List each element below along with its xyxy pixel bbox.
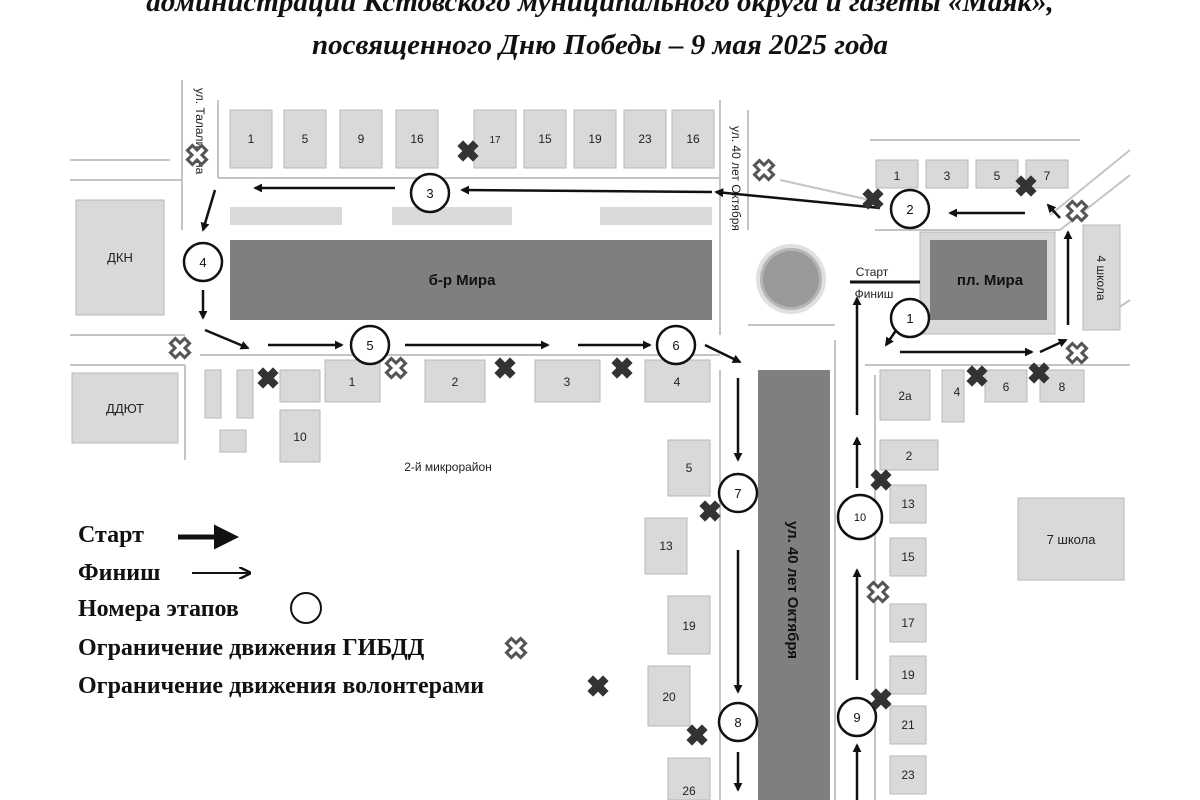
- stage-number: 4: [199, 255, 206, 270]
- stage-marker: 9: [836, 696, 878, 738]
- start-label: Старт: [856, 265, 889, 279]
- stage-marker: 3: [409, 172, 451, 214]
- house-number: 16: [686, 132, 700, 146]
- school4-label: 4 школа: [1094, 255, 1108, 300]
- house-number: 13: [901, 497, 915, 511]
- dkn-building: [75, 199, 165, 316]
- house-number: 17: [901, 616, 915, 630]
- volunteer-marker-icon: [252, 362, 284, 394]
- house-numbers: 1 5 9 16 17 15 19 23 16 1 3 5 7 1 2 3 4 …: [248, 132, 1066, 798]
- stage-number: 5: [366, 338, 373, 353]
- stage-number: 6: [672, 338, 679, 353]
- school7-building: [1017, 497, 1125, 581]
- stage-circles: 1 2 3 4 5 6 7 8 9 10: [182, 172, 931, 743]
- boulevard-block: [230, 240, 712, 320]
- house-number: 3: [564, 375, 571, 389]
- ddyut-building: [71, 372, 179, 444]
- stage-marker: 2: [889, 188, 931, 230]
- legend-symbols: [178, 524, 614, 702]
- house-number: 5: [302, 132, 309, 146]
- district-label: 2-й микрорайон: [404, 460, 492, 474]
- gibdd-marker-icon: [1061, 337, 1093, 369]
- forty-years-block: [758, 370, 830, 800]
- stage-number: 2: [906, 202, 913, 217]
- house-number: 19: [588, 132, 602, 146]
- stage-marker: 1: [889, 297, 931, 339]
- house-number: 23: [638, 132, 652, 146]
- legend-start-label: Старт: [78, 522, 144, 548]
- route-arrows: [198, 183, 1073, 800]
- stage-marker: 5: [349, 324, 391, 366]
- square-label: пл. Мира: [957, 272, 1024, 289]
- house-number: 26: [682, 784, 696, 798]
- house-number: 4: [674, 375, 681, 389]
- volunteer-marker-icon: [489, 352, 521, 384]
- house-number: 8: [1059, 380, 1066, 394]
- legend-gibdd-label: Ограничение движения ГИБДД: [78, 635, 425, 661]
- square-block: [930, 240, 1047, 320]
- stage-number: 9: [853, 710, 860, 725]
- dkn-label: ДКН: [107, 250, 133, 265]
- house-number: 19: [682, 619, 696, 633]
- house-number: 7: [1044, 169, 1051, 183]
- house-number: 15: [538, 132, 552, 146]
- house-number: 2: [452, 375, 459, 389]
- legend-gibdd-icon: [500, 632, 532, 664]
- house-number: 2: [906, 449, 913, 463]
- house-number: 13: [659, 539, 673, 553]
- house-number: 15: [901, 550, 915, 564]
- gibdd-marker-icon: [380, 352, 412, 384]
- street-label-forty-years-top: ул. 40 лет Октября: [729, 126, 743, 231]
- stage-marker: 10: [836, 493, 884, 541]
- legend-volunteers-label: Ограничение движения волонтерами: [78, 673, 485, 699]
- legend-stages-label: Номера этапов: [78, 596, 239, 622]
- houses: [204, 109, 1085, 800]
- house-number: 5: [994, 169, 1001, 183]
- house-number: 4: [954, 385, 961, 399]
- house-number: 21: [901, 718, 915, 732]
- stage-marker: 8: [717, 701, 759, 743]
- gibdd-marker-icon: [748, 154, 780, 186]
- house-number: 10: [293, 430, 307, 444]
- legend-stage-circle-icon: [290, 592, 322, 624]
- house-number: 5: [686, 461, 693, 475]
- house-number: 23: [901, 768, 915, 782]
- house-number: 9: [358, 132, 365, 146]
- stage-number: 3: [426, 186, 433, 201]
- stage-number: 1: [906, 311, 913, 326]
- legend-finish-label: Финиш: [78, 560, 161, 586]
- volunteer-marker-icon: [606, 352, 638, 384]
- stage-marker: 4: [182, 241, 224, 283]
- finish-label: Финиш: [855, 287, 894, 301]
- school7-label: 7 школа: [1047, 532, 1097, 547]
- house-number: 6: [1003, 380, 1010, 394]
- house-number: 2а: [898, 389, 912, 403]
- gibdd-marker-icon: [862, 576, 894, 608]
- boulevard-label: б-р Мира: [429, 272, 496, 289]
- house-number: 3: [944, 169, 951, 183]
- title-line-2: посвященного Дню Победы – 9 мая 2025 год…: [312, 29, 888, 61]
- house-number: 1: [349, 375, 356, 389]
- gibdd-marker-icon: [164, 332, 196, 364]
- school4-building: [1082, 224, 1121, 331]
- title-line-1: администрации Кстовского муниципального …: [146, 0, 1054, 18]
- forty-years-main-label: ул. 40 лет Октября: [784, 521, 801, 659]
- legend-volunteer-icon: [582, 670, 614, 702]
- stage-marker: 6: [655, 324, 697, 366]
- house-number: 17: [489, 135, 501, 146]
- ddyut-label: ДДЮТ: [106, 401, 144, 416]
- stage-number: 7: [734, 486, 741, 501]
- stage-number: 10: [854, 512, 866, 524]
- house-number: 1: [248, 132, 255, 146]
- house-number: 19: [901, 668, 915, 682]
- house-number: 20: [662, 690, 676, 704]
- house-number: 1: [894, 169, 901, 183]
- stage-marker: 7: [717, 472, 759, 514]
- house-number: 16: [410, 132, 424, 146]
- stage-number: 8: [734, 715, 741, 730]
